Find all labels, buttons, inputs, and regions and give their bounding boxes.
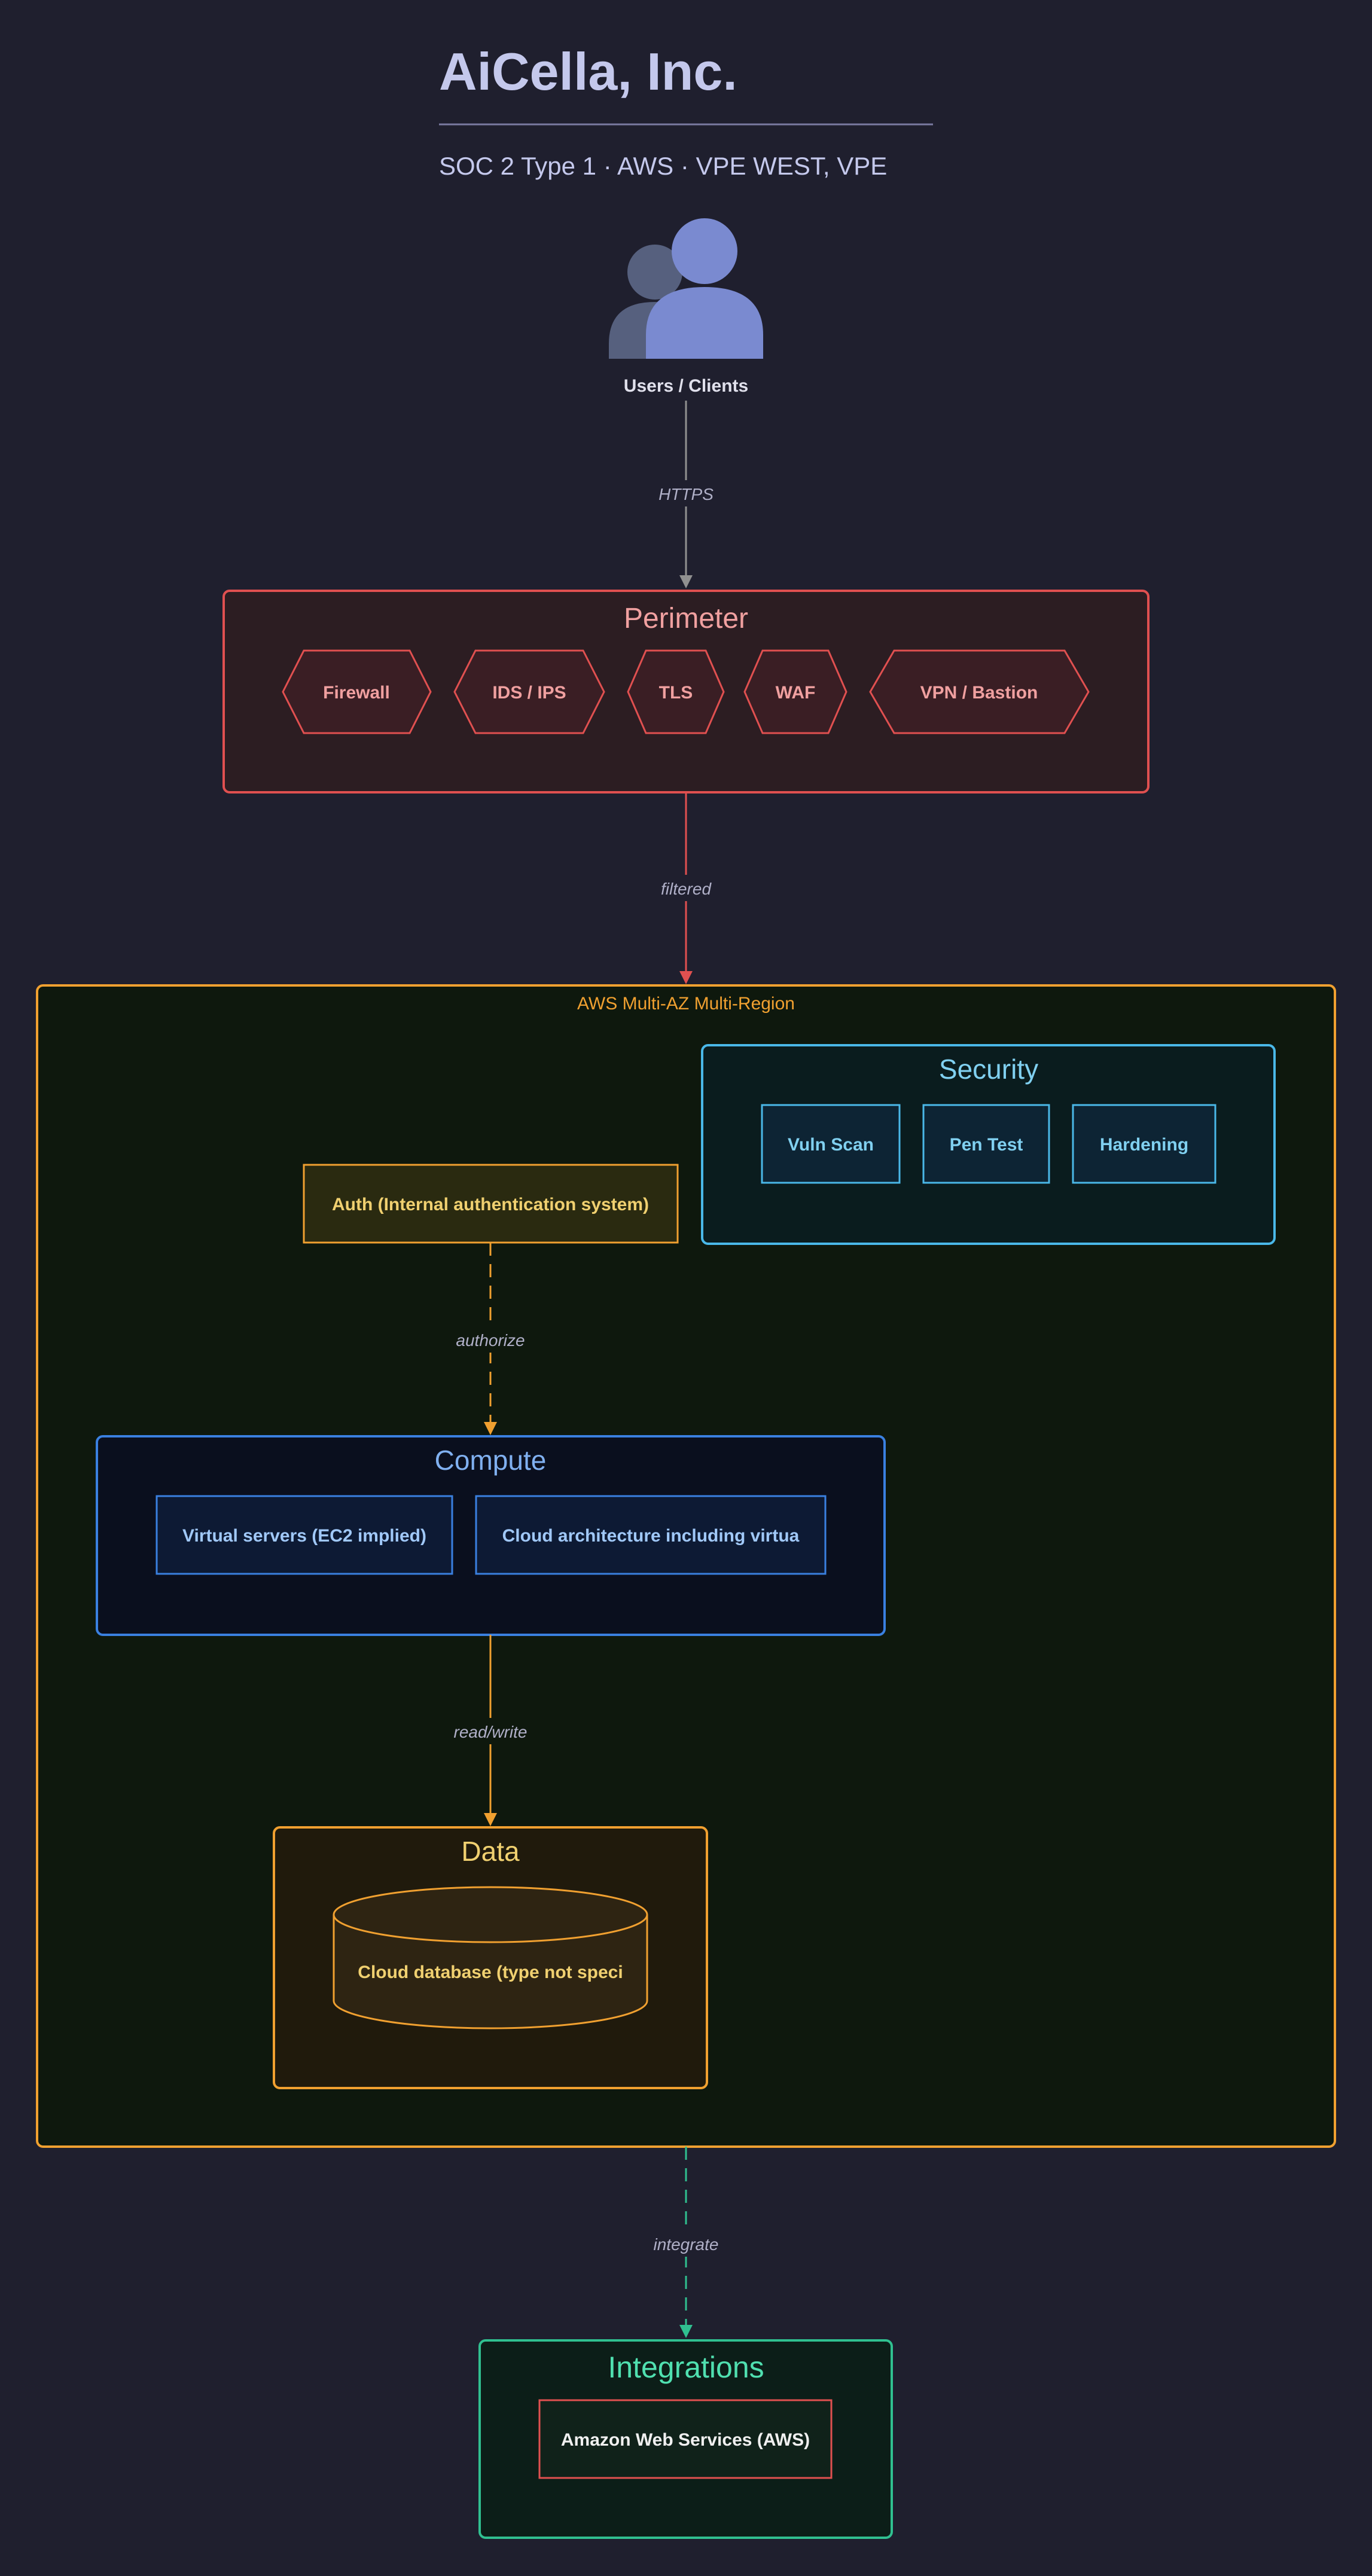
svg-text:Virtual servers (EC2 implied): Virtual servers (EC2 implied)	[182, 1526, 426, 1546]
svg-text:IDS / IPS: IDS / IPS	[492, 683, 566, 703]
compute-title: Compute	[435, 1445, 547, 1476]
perimeter-item-waf: WAF	[743, 649, 847, 734]
database-label: Cloud database (type not speci	[358, 1962, 623, 1982]
edge-perimeter-cloud-arrowhead	[679, 971, 693, 984]
auth-node: Auth (Internal authentication system)	[303, 1164, 679, 1244]
svg-text:WAF: WAF	[776, 683, 816, 703]
svg-text:Pen Test: Pen Test	[950, 1135, 1023, 1155]
page-subtitle: SOC 2 Type 1 · AWS · VPE WEST, VPE	[439, 152, 887, 180]
svg-text:VPN / Bastion: VPN / Bastion	[920, 683, 1038, 703]
perimeter-item-firewall: Firewall	[282, 649, 432, 734]
edge-integrate-label-bg	[644, 2230, 728, 2257]
edge-https-label-bg	[652, 480, 720, 506]
svg-text:Vuln Scan: Vuln Scan	[788, 1135, 874, 1155]
edge-https-label: HTTPS	[658, 485, 714, 503]
edge-cloud-integrations-arrowhead	[679, 2325, 693, 2338]
perimeter-item-vpn-bastion: VPN / Bastion	[869, 649, 1090, 734]
integration-item-aws: Amazon Web Services (AWS)	[538, 2399, 833, 2479]
users-icon	[609, 218, 763, 359]
edge-authorize-label-bg	[449, 1326, 532, 1353]
edge-read-write-label: read/write	[454, 1723, 528, 1741]
svg-text:Firewall: Firewall	[323, 683, 390, 703]
data-title: Data	[461, 1836, 520, 1867]
edge-compute-data-arrowhead	[484, 1813, 497, 1826]
cloud-label: AWS Multi-AZ Multi-Region	[577, 994, 795, 1014]
security-title: Security	[939, 1054, 1038, 1085]
security-item-pen-test: Pen Test	[922, 1104, 1050, 1184]
compute-item-virtual-servers: Virtual servers (EC2 implied)	[156, 1495, 453, 1575]
edge-users-perimeter-arrowhead	[679, 575, 693, 588]
compute-item-cloud-architecture: Cloud architecture including virtua	[475, 1495, 827, 1575]
svg-text:Auth (Internal authentication: Auth (Internal authentication system)	[332, 1195, 649, 1214]
svg-text:TLS: TLS	[659, 683, 693, 703]
edge-auth-compute-arrowhead	[484, 1422, 497, 1435]
edge-read-write-label-bg	[446, 1718, 535, 1744]
perimeter-item-tls: TLS	[627, 649, 725, 734]
edge-filtered-label: filtered	[661, 880, 712, 898]
security-item-hardening: Hardening	[1072, 1104, 1216, 1184]
svg-text:Hardening: Hardening	[1100, 1135, 1188, 1155]
security-item-vuln-scan: Vuln Scan	[761, 1104, 901, 1184]
users-label: Users / Clients	[624, 376, 748, 396]
edge-authorize-label: authorize	[456, 1331, 525, 1350]
edge-filtered-label-bg	[652, 875, 720, 901]
database-icon	[333, 1886, 648, 2029]
perimeter-item-ids-ips: IDS / IPS	[453, 649, 605, 734]
page-title: AiCella, Inc.	[439, 42, 737, 101]
perimeter-title: Perimeter	[624, 603, 748, 634]
integrations-title: Integrations	[608, 2351, 764, 2384]
svg-text:Cloud architecture including v: Cloud architecture including virtua	[502, 1526, 800, 1546]
svg-text:Amazon Web Services (AWS): Amazon Web Services (AWS)	[561, 2430, 810, 2450]
edge-integrate-label: integrate	[654, 2235, 719, 2254]
